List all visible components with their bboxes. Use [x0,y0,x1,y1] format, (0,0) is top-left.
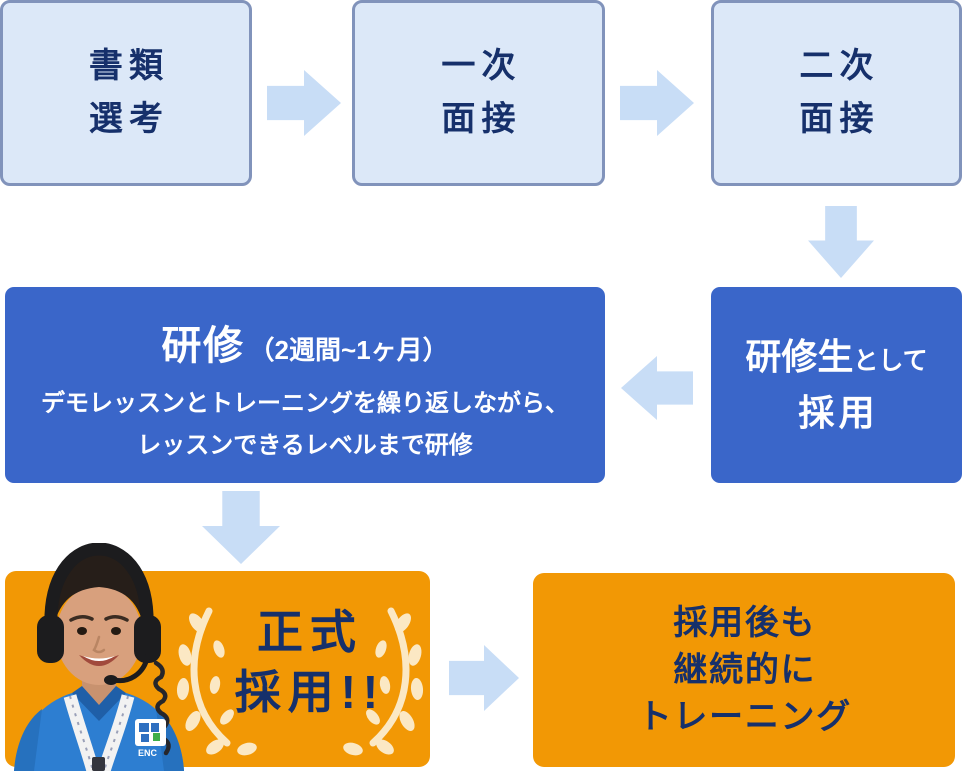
trainee-label: 研修生として 採用 [745,331,927,439]
lanyard-clip [92,757,105,771]
arrow-right-icon [449,645,519,711]
ongoing-line2: 継続的に [673,650,817,689]
arrow-right-icon [267,70,341,136]
polo-shirt [14,693,184,771]
trainee-main-text: 研修生 [745,336,854,377]
shirt-logo-text: ENC [138,748,158,758]
ongoing-line3: トレーニング [637,697,852,736]
headset-band [44,543,154,622]
step-label-line1: 二次 [799,47,880,86]
headset-earcup-right [134,615,161,663]
laurel-decoration-icon [176,607,424,756]
trainee-suffix-text: として [853,347,928,375]
step-label: 二次 面接 [793,40,879,145]
training-duration: （2週間~1ヶ月） [248,335,449,365]
microphone [104,675,118,685]
step-training: 研修 （2週間~1ヶ月） デモレッスンとトレーニングを繰り返しながら、 レッスン… [5,287,605,483]
official-hire-label: 正式 採用!! [180,602,433,722]
trainer-photo: ENC [14,543,184,771]
face [56,585,142,685]
official-hire-line1: 正式 [256,606,363,658]
step-ongoing-training: 採用後も 継続的に トレーニング [533,573,955,767]
ongoing-training-label: 採用後も 継続的に トレーニング [636,600,852,741]
trainee-label-line1: 研修生として [745,331,927,387]
arrow-right-icon [620,70,694,136]
arrow-down-icon [808,206,874,278]
step-label: 書類 選考 [83,40,169,145]
ongoing-line1: 採用後も [673,603,817,642]
training-title-row: 研修 （2週間~1ヶ月） [161,313,448,371]
step-label-line2: 面接 [799,100,880,138]
step-label: 一次 面接 [435,40,521,145]
step-label-line2: 面接 [441,100,522,138]
step-document-screening: 書類 選考 [0,0,252,186]
trainee-label-line2: 採用 [798,392,879,433]
training-desc-line2: レッスンできるレベルまで研修 [137,432,473,459]
step-label-line2: 選考 [88,100,170,138]
step-second-interview: 二次 面接 [711,0,962,186]
headset-earcup-left [37,615,64,663]
official-hire-line2: 採用!! [234,666,386,718]
arrow-down-icon [202,491,280,564]
shirt-logo: ENC [135,719,166,758]
training-description: デモレッスンとトレーニングを繰り返しながら、 レッスンできるレベルまで研修 [41,383,569,467]
step-first-interview: 一次 面接 [352,0,605,186]
step-trainee-hire: 研修生として 採用 [711,287,962,483]
hair [53,555,145,627]
step-label-line1: 書類 [88,47,170,86]
polo-collar [72,686,126,721]
lanyard-strap [63,694,100,771]
training-title: 研修 [161,324,245,368]
step-label-line1: 一次 [441,47,522,86]
arrow-left-icon [621,356,693,420]
training-desc-line1: デモレッスンとトレーニングを繰り返しながら、 [41,390,569,417]
